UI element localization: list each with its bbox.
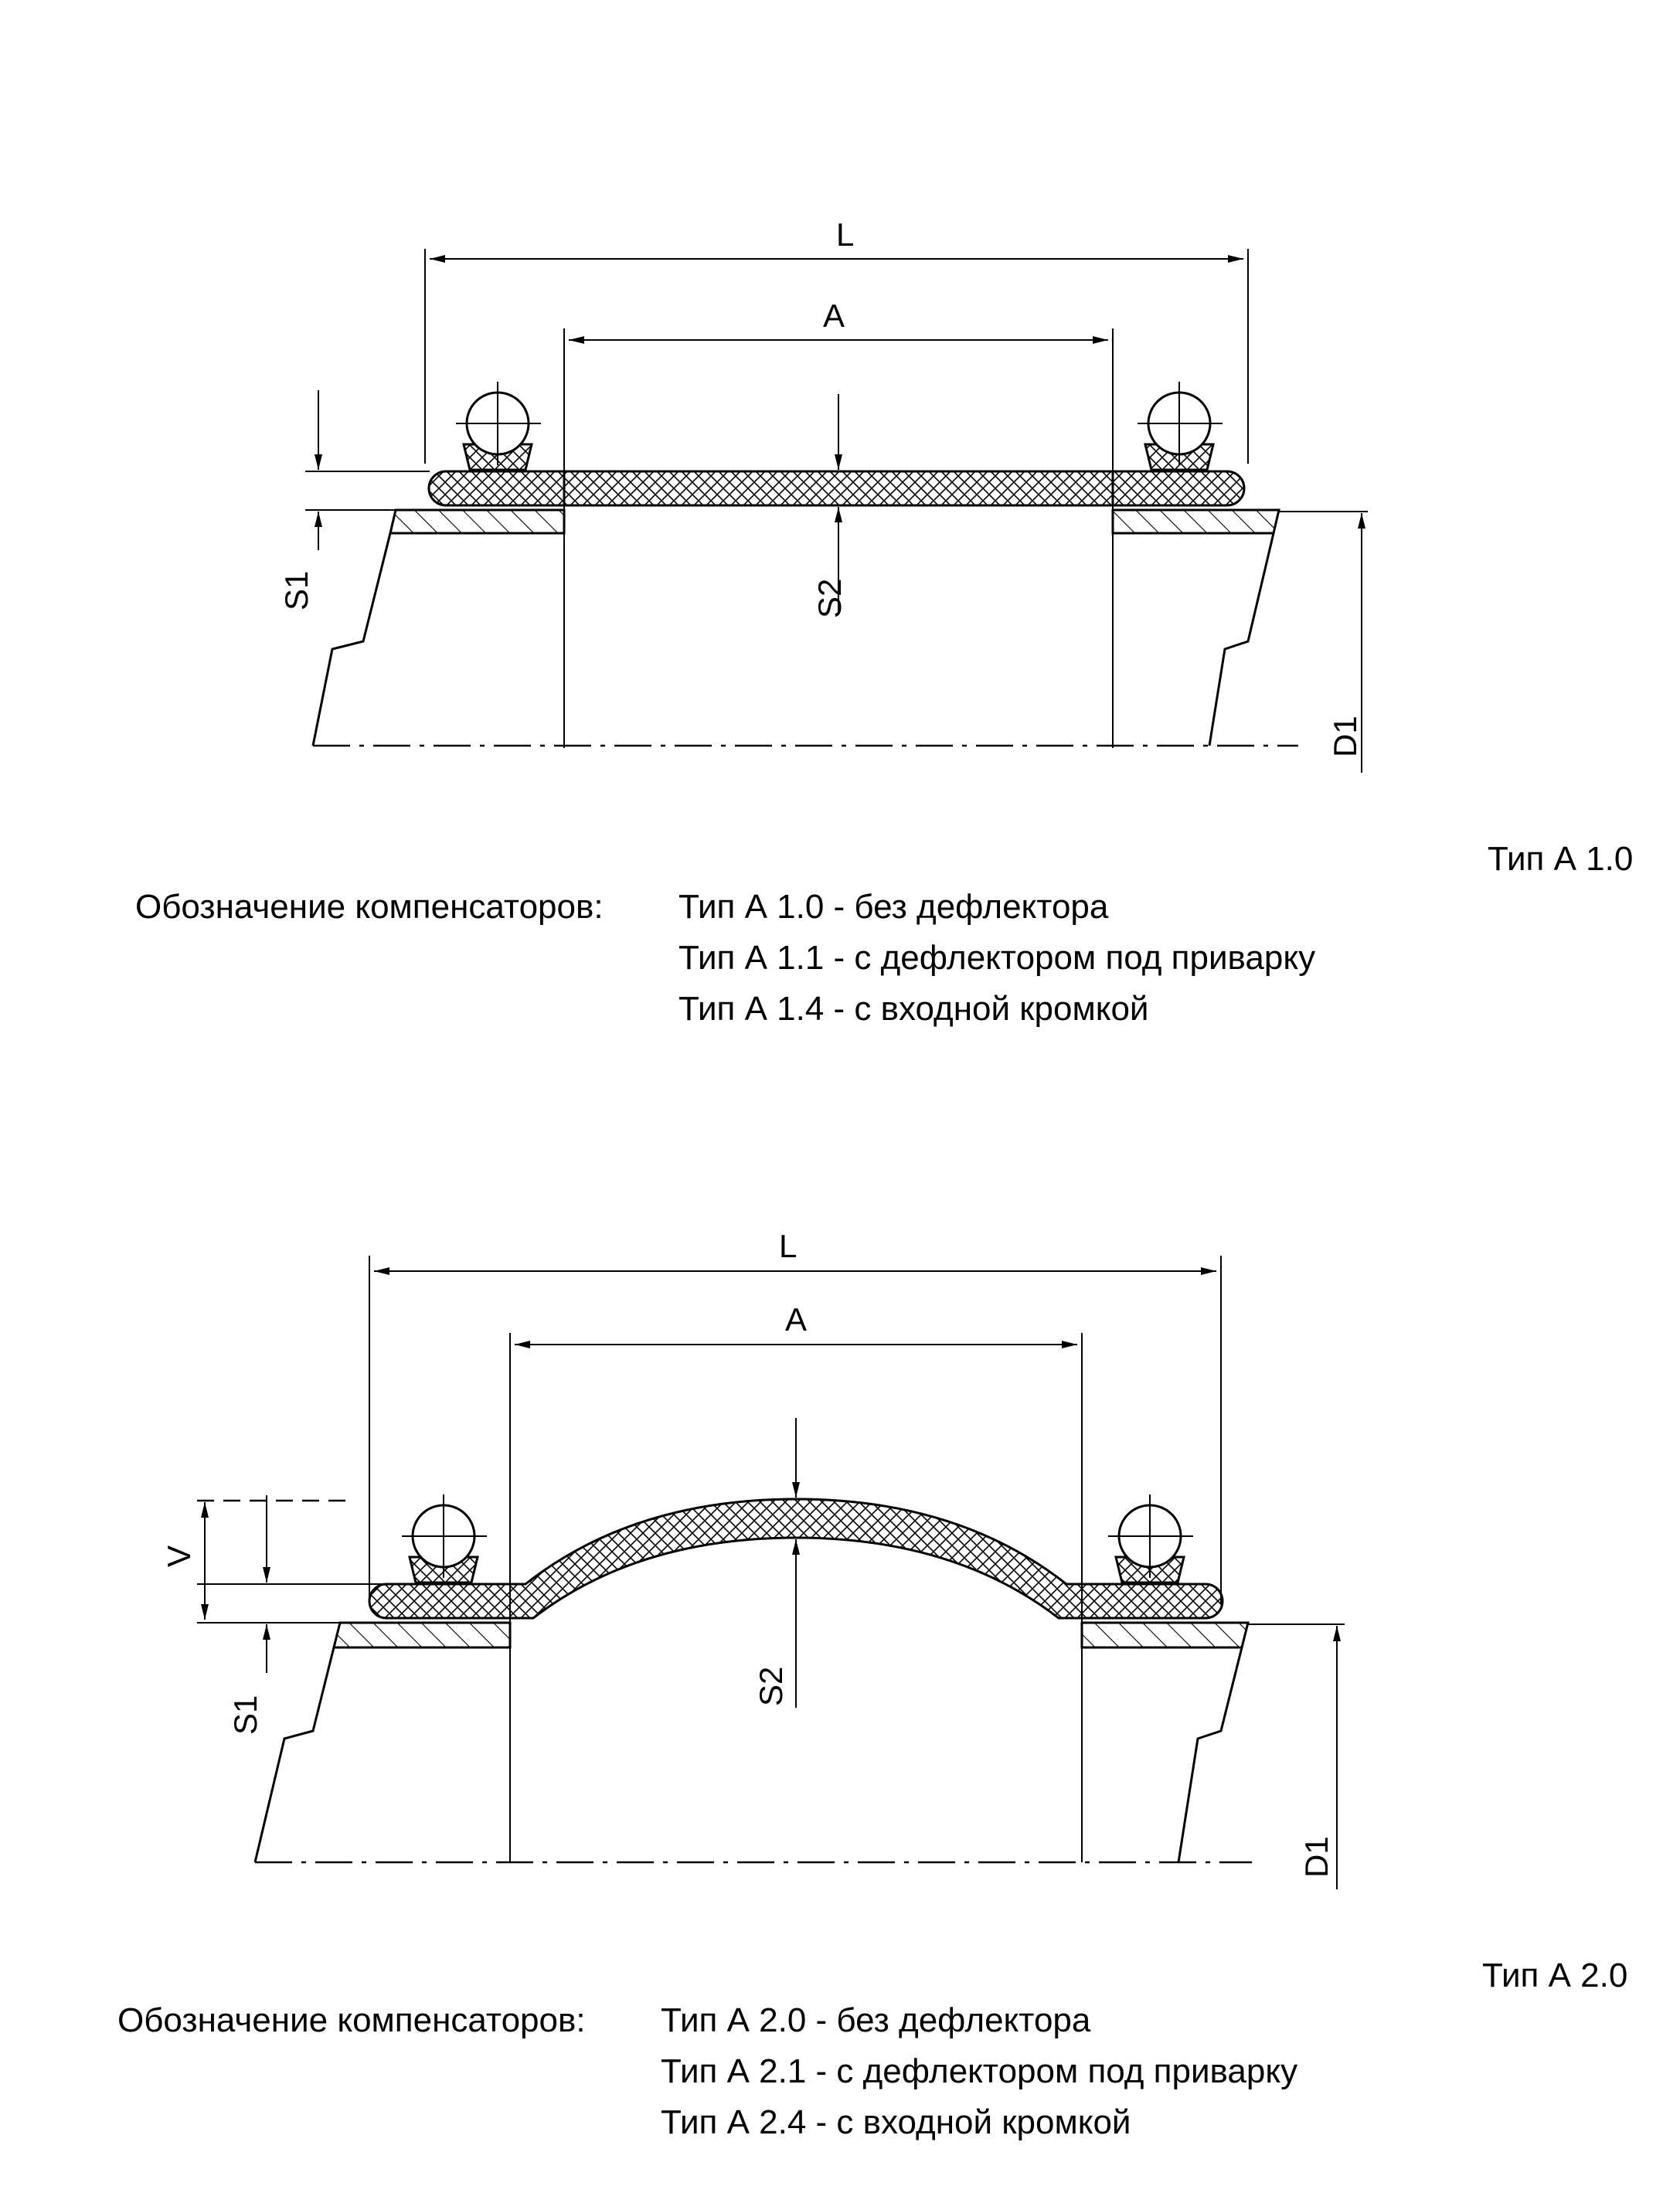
- pipe-stub-right-2: [1080, 1621, 1250, 1863]
- dim-label-s2: S2: [753, 1667, 789, 1706]
- caption-item-2: Тип А 2.1 - с дефлектором под приварку: [661, 2052, 1298, 2090]
- caption-item-1: Тип А 1.0 - без дефлектора: [678, 888, 1109, 926]
- caption-item-2: Тип А 1.1 - с дефлектором под приварку: [678, 939, 1316, 977]
- caption-item-1: Тип А 2.0 - без дефлектора: [661, 2001, 1091, 2039]
- bead-ring-right-2: [1108, 1494, 1193, 1584]
- dimension-d1-2: D1: [1248, 1624, 1345, 1889]
- dimension-l-1: L: [424, 216, 1249, 464]
- dim-label-l: L: [836, 216, 854, 253]
- bead-ring-left-2: [402, 1494, 487, 1584]
- dim-label-s1: S1: [278, 571, 315, 610]
- type-label-2: Тип А 2.0: [1482, 1957, 1628, 1994]
- dim-label-s1: S1: [227, 1695, 264, 1735]
- dim-label-a: A: [785, 1301, 807, 1338]
- dim-label-d1: D1: [1298, 1836, 1335, 1878]
- type-label-1: Тип А 1.0: [1488, 840, 1634, 878]
- dimension-l-2: L: [369, 1228, 1222, 1603]
- pipe-stub-left-2: [253, 1621, 512, 1863]
- bead-ring-right-1: [1138, 382, 1223, 471]
- dim-label-l: L: [779, 1228, 797, 1264]
- caption-lead-2: Обозначение компенсаторов:: [117, 2001, 586, 2039]
- bead-ring-left-1: [456, 382, 541, 471]
- dimension-d1-1: D1: [1279, 511, 1368, 773]
- dimension-s2-2: S2: [753, 1418, 800, 1708]
- caption-item-3: Тип А 1.4 - с входной кромкой: [678, 990, 1149, 1028]
- bellows-flat: [427, 470, 1246, 507]
- dimension-a-1: A: [563, 298, 1114, 748]
- dim-label-v: V: [161, 1545, 197, 1567]
- bellows-arched: [368, 1498, 1224, 1620]
- dim-label-s2: S2: [811, 579, 848, 618]
- dim-label-a: A: [823, 298, 845, 334]
- dimension-s2-1: S2: [811, 394, 848, 618]
- caption-lead-1: Обозначение компенсаторов:: [135, 888, 604, 926]
- dim-label-d1: D1: [1327, 716, 1363, 757]
- caption-item-3: Тип А 2.4 - с входной кромкой: [661, 2103, 1131, 2141]
- figure-1: L A: [278, 216, 1368, 773]
- pipe-stub-left-1: [311, 508, 566, 746]
- figure-2: L A: [161, 1228, 1345, 1889]
- pipe-stub-right-1: [1111, 508, 1280, 746]
- dimension-s1-1: S1: [278, 390, 430, 610]
- dimension-v-2: V: [161, 1499, 386, 1624]
- dimension-s1-2: S1: [227, 1495, 270, 1735]
